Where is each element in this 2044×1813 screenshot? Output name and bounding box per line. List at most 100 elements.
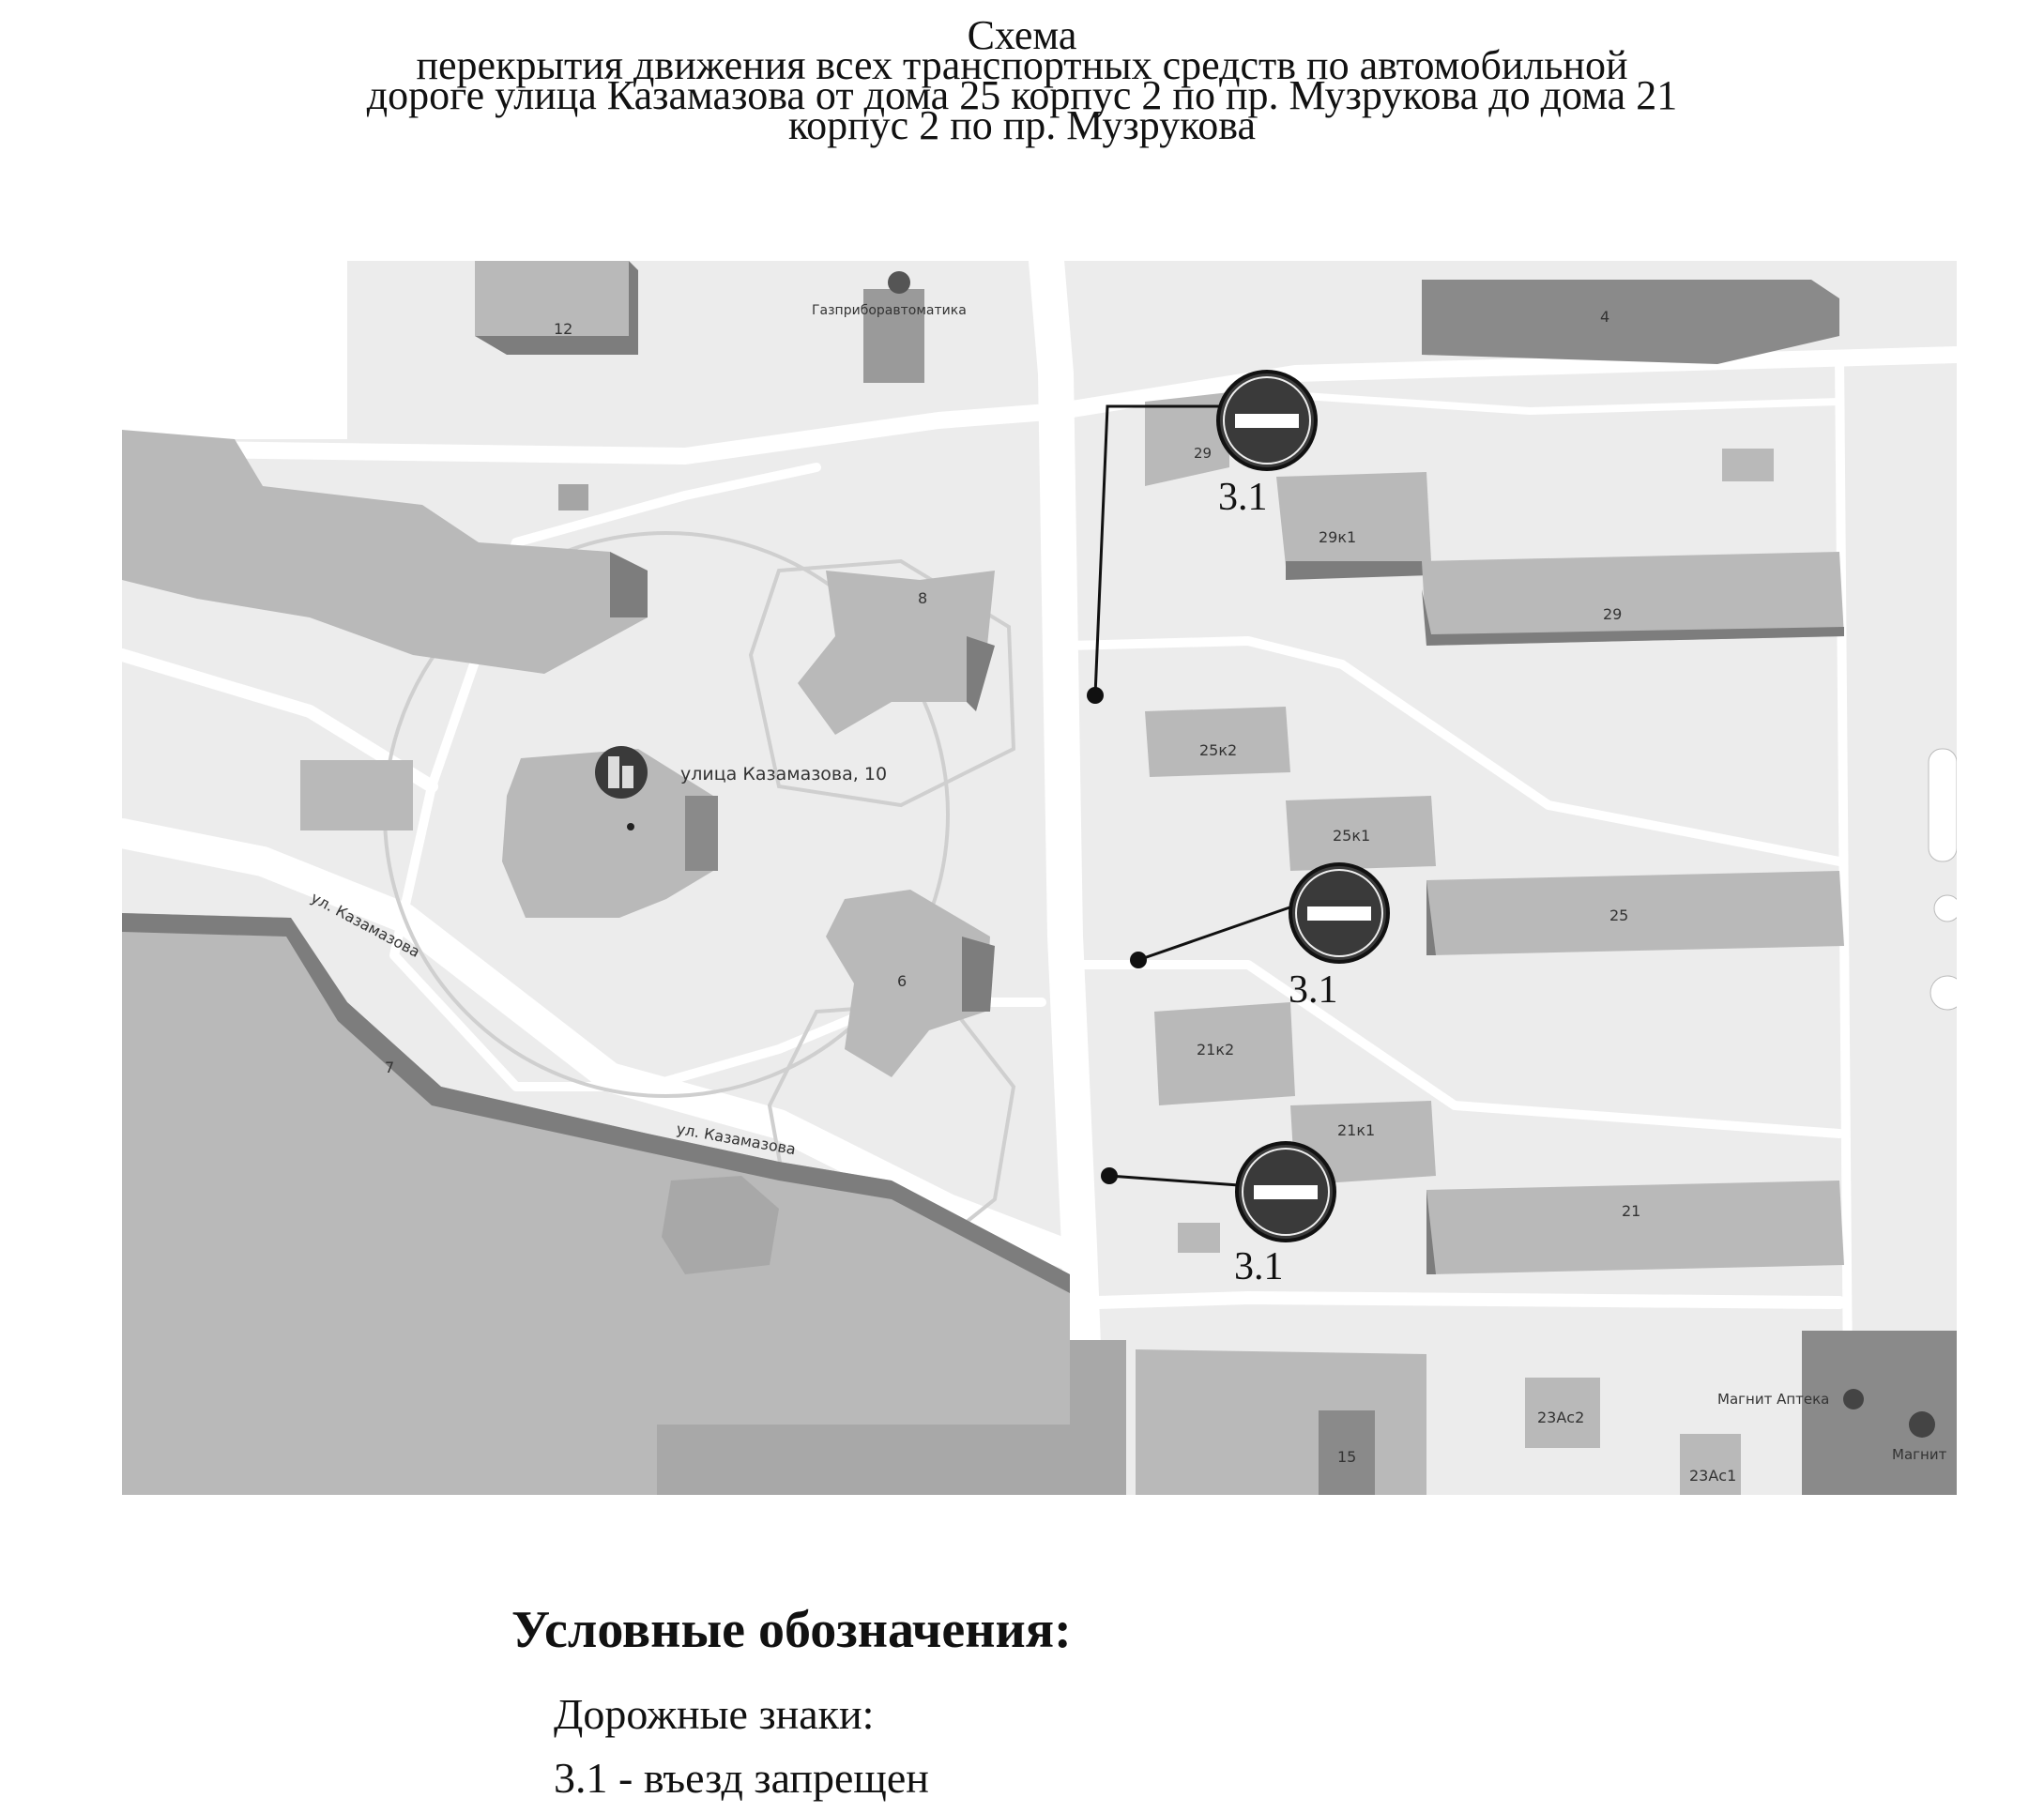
building-10-shadow [685, 796, 718, 871]
location-control[interactable] [1930, 975, 1957, 1011]
building-29k1 [1276, 472, 1431, 566]
map-blank-area [122, 261, 347, 439]
building-left-rect [300, 760, 413, 830]
label-25: 25 [1609, 906, 1628, 924]
map-scheme: Газприборавтоматика улица Казамазова, 10… [122, 261, 1957, 1495]
no-entry-sign-bar [1235, 414, 1299, 428]
path-right-2 [1075, 960, 1844, 1138]
sign-label-1: 3.1 [1218, 476, 1268, 519]
building-29-long [1422, 552, 1844, 646]
building-15 [1319, 1410, 1375, 1495]
building-21-long-shadow [1426, 1190, 1436, 1274]
building-12 [475, 261, 629, 336]
sign-label-3: 3.1 [1234, 1245, 1284, 1288]
zoom-control[interactable] [1928, 748, 1957, 862]
building-bottom-left [657, 1424, 1070, 1495]
building-29-small [1145, 392, 1229, 486]
building-left-long-shadow [610, 552, 648, 617]
label-7: 7 [385, 1059, 394, 1076]
path-right-vertical [1835, 350, 1853, 1495]
label-29k1: 29к1 [1319, 528, 1356, 546]
title-line-1: Схема [967, 12, 1077, 58]
legend-item-3-1: 3.1 - въезд запрещен [554, 1754, 929, 1802]
sign-3-1-middle: 3.1 [1130, 862, 1390, 1012]
sign-label-2: 3.1 [1289, 968, 1338, 1012]
label-6: 6 [897, 972, 907, 990]
road-kazamazova [122, 818, 1085, 1271]
no-entry-sign-ring [1295, 869, 1383, 957]
building-left-long [122, 430, 648, 674]
building-21k2 [1154, 1002, 1295, 1105]
label-15: 15 [1337, 1448, 1356, 1466]
legend-subtitle: Дорожные знаки: [554, 1690, 875, 1738]
building-gazpribor [863, 289, 924, 383]
label-25k1: 25к1 [1333, 827, 1370, 845]
title-block: Схема перекрытия движения всех транспорт… [0, 12, 2044, 148]
building-small-2 [1722, 449, 1774, 481]
building-labels: 12 4 29 29к1 29 8 25к2 25к1 25 6 7 21к2 … [385, 308, 1736, 1485]
building-bottom-center [1136, 1349, 1426, 1495]
building-10 [502, 749, 713, 918]
building-bottom-strip [1070, 1340, 1126, 1495]
no-entry-sign-bar [1307, 906, 1371, 921]
building-8 [798, 571, 995, 735]
sign-leader-line [1093, 404, 1225, 696]
legend-title: Условные обозначения: [511, 1601, 1072, 1659]
building-marker-glyph-2 [622, 766, 633, 788]
label-21k1: 21к1 [1337, 1121, 1375, 1139]
marker-dot [627, 823, 634, 830]
building-23ac1 [1680, 1434, 1741, 1495]
road-main-vertical [1029, 261, 1106, 1495]
label-25k2: 25к2 [1199, 741, 1237, 759]
courtyard-8-ring [748, 558, 1016, 808]
compass-control[interactable] [1933, 894, 1957, 922]
shop-icon[interactable] [1909, 1411, 1935, 1438]
title-line-4: корпус 2 по пр. Музрукова [787, 102, 1256, 148]
building-25-long-shadow [1426, 880, 1436, 955]
sign-leader-line [1108, 1174, 1240, 1187]
label-21: 21 [1622, 1202, 1640, 1220]
building-29k1-shadow [1286, 561, 1431, 580]
building-23ac2 [1525, 1378, 1600, 1448]
label-12: 12 [554, 320, 572, 338]
building-21-long [1426, 1181, 1844, 1274]
no-entry-sign-ring [1223, 376, 1311, 465]
sign-anchor-dot [1101, 1167, 1118, 1184]
building-marker-glyph [608, 756, 619, 788]
building-4 [1422, 280, 1839, 364]
path-right-top [1244, 388, 1843, 415]
sign-3-1-top: 3.1 [1087, 370, 1318, 704]
sign-anchor-dot [1130, 952, 1147, 968]
label-4: 4 [1600, 308, 1609, 326]
roads [122, 261, 1957, 1495]
poi-address-label: улица Казамазова, 10 [680, 764, 887, 785]
poi-flag-icon [888, 271, 910, 294]
building-small-1 [558, 484, 588, 510]
label-29-long: 29 [1603, 605, 1622, 623]
building-29-long-shadow [1422, 589, 1844, 646]
building-marker-icon[interactable] [595, 746, 648, 799]
label-23ac2: 23Ас2 [1537, 1409, 1584, 1426]
road-top [122, 346, 1957, 465]
poi-gazpribor [888, 271, 910, 294]
sign-3-1-bottom: 3.1 [1101, 1141, 1336, 1288]
building-25k1 [1286, 796, 1436, 871]
path-right-1 [1065, 636, 1844, 866]
building-magnit [1802, 1331, 1957, 1495]
sign-anchor-dot [1087, 687, 1104, 704]
poi-address-marker[interactable] [595, 746, 648, 830]
pharmacy-icon[interactable] [1843, 1389, 1864, 1409]
label-29: 29 [1194, 445, 1212, 462]
path-north [427, 463, 821, 791]
no-entry-sign-bar [1254, 1185, 1318, 1199]
poi-magnit-label: Магнит [1892, 1446, 1947, 1463]
building-7 [122, 913, 1070, 1495]
building-25-long [1426, 871, 1844, 955]
title-line-3: дороге улица Казамазова от дома 25 корпу… [366, 72, 1678, 118]
building-6-shadow [962, 937, 995, 1012]
map-controls[interactable] [1928, 748, 1957, 1011]
label-23ac1: 23Ас1 [1689, 1467, 1736, 1485]
sign-leader-line [1137, 904, 1296, 962]
building-7-annex [662, 1176, 779, 1274]
poi-gazpribor-label: Газприборавтоматика [812, 303, 967, 318]
